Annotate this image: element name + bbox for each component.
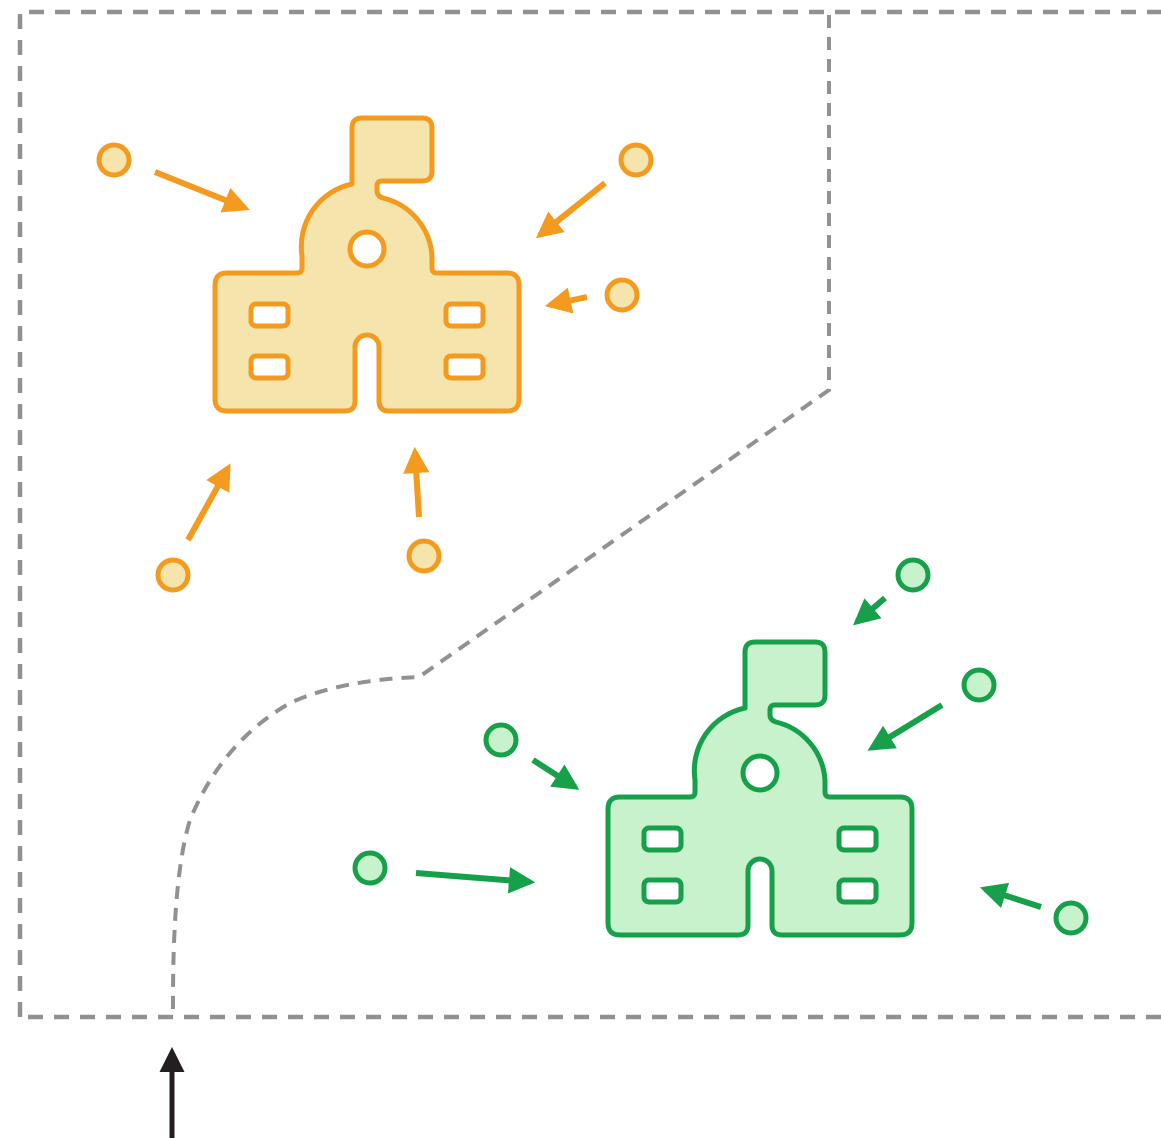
home-dot [352,850,388,886]
commute-arrow [535,180,607,239]
home-dot [155,557,191,593]
school-icon [215,118,519,411]
home-dot [1053,900,1089,936]
zone-divider [171,15,831,1012]
home-dot [483,722,519,758]
home-dot [96,142,132,178]
home-dot [895,557,931,593]
home-dot [406,538,442,574]
commute-arrow [531,757,580,790]
home-dot [604,277,640,313]
commute-arrow [544,287,588,314]
commute-arrow [185,463,231,542]
commute-arrow [403,446,430,518]
commute-arrow [153,169,250,213]
commute-arrow [852,595,887,626]
commute-arrow [979,882,1042,910]
school-icon [608,642,912,935]
home-dot [961,667,997,703]
outer-boundary [17,9,1161,1020]
commute-arrow [415,867,536,894]
home-dot [618,142,654,178]
commute-arrow [867,702,944,751]
